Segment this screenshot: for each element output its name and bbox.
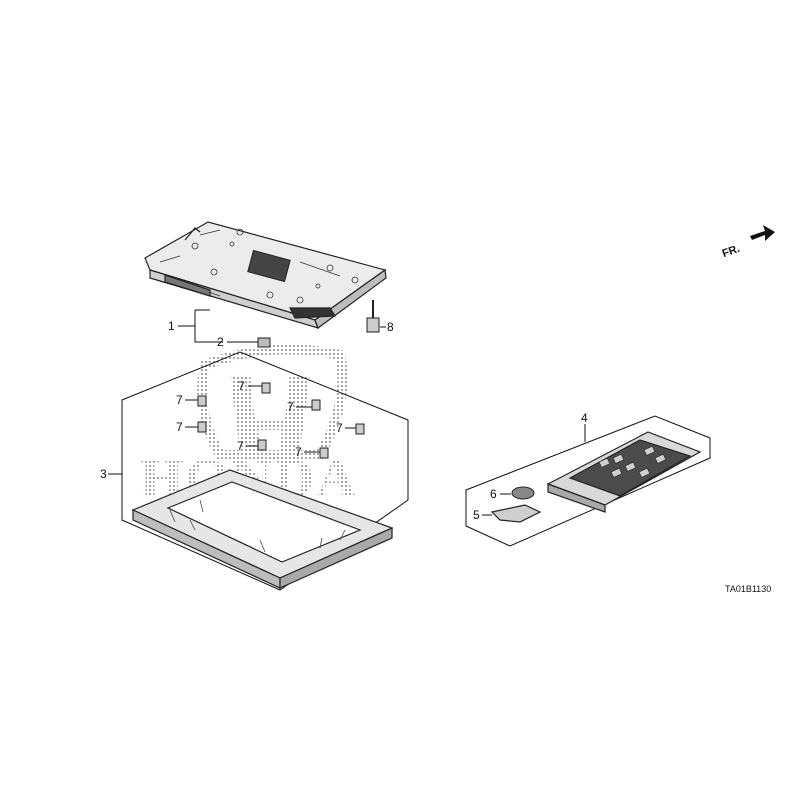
callout-7-e: 7 bbox=[336, 421, 343, 435]
clip-part-2 bbox=[257, 337, 271, 348]
display-unit-part-1 bbox=[144, 221, 387, 329]
callout-1: 1 bbox=[168, 319, 175, 333]
battery-cover-part-5 bbox=[490, 504, 542, 523]
callout-6: 6 bbox=[490, 487, 497, 501]
leader-lines bbox=[108, 309, 586, 516]
callout-7-g: 7 bbox=[295, 445, 302, 459]
assembly-box-outline bbox=[121, 351, 409, 591]
remote-box-outline bbox=[465, 415, 711, 547]
callout-8: 8 bbox=[387, 320, 394, 334]
callout-7-b: 7 bbox=[176, 420, 183, 434]
remote-control-part-4 bbox=[546, 431, 702, 513]
front-direction-arrow-icon bbox=[750, 225, 775, 241]
callout-7-a: 7 bbox=[176, 393, 183, 407]
diagram-code: TA01B1130 bbox=[725, 584, 771, 594]
callout-3: 3 bbox=[100, 467, 107, 481]
callout-5: 5 bbox=[473, 508, 480, 522]
callout-4: 4 bbox=[581, 411, 588, 425]
callout-7-c: 7 bbox=[238, 379, 245, 393]
callout-2: 2 bbox=[217, 335, 224, 349]
callout-7-f: 7 bbox=[237, 439, 244, 453]
battery-part-6 bbox=[511, 486, 535, 500]
clip-part-7-group bbox=[197, 382, 365, 459]
front-indicator-label: FR. bbox=[721, 243, 742, 260]
callout-7-d: 7 bbox=[287, 400, 294, 414]
bezel-frame-part-3 bbox=[131, 469, 394, 589]
screw-part-8 bbox=[366, 300, 380, 333]
